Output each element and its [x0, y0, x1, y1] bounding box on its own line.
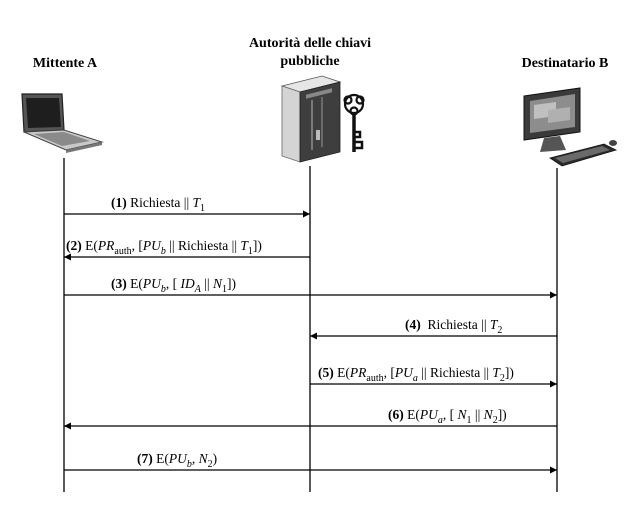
receiver-label-text: Destinatario B: [521, 56, 609, 71]
authority-label: Autorità delle chiavi pubbliche: [225, 35, 395, 71]
message-2-label: (2) E(PRauth, [PUb || Richiesta || T1]): [66, 238, 262, 257]
message-5-number: (5): [318, 365, 334, 380]
sender-label-text: Mittente A: [32, 56, 98, 71]
message-6-number: (6): [388, 407, 404, 422]
receiver-label: Destinatario B: [505, 55, 625, 73]
message-3: (3) E(PUb, [ IDA || N1]): [64, 276, 557, 299]
message-3-number: (3): [111, 276, 127, 291]
message-4-number: (4): [405, 317, 421, 332]
key-icon: [343, 93, 365, 152]
message-1-label: (1) Richiesta || T1: [111, 195, 205, 214]
message-4: (4) Richiesta || T2: [310, 317, 557, 340]
message-7: (7) E(PUb, N2): [64, 451, 557, 474]
sender-label: Mittente A: [20, 55, 110, 73]
message-4-label: (4) Richiesta || T2: [405, 317, 502, 336]
authority-label-line2: pubbliche: [280, 54, 340, 69]
message-7-label: (7) E(PUb, N2): [137, 451, 217, 470]
message-2-number: (2): [66, 238, 82, 253]
message-5: (5) E(PRauth, [PUa || Richiesta || T2]): [310, 365, 557, 388]
desktop-computer-icon: [523, 87, 618, 167]
message-2: (2) E(PRauth, [PUb || Richiesta || T1]): [64, 238, 310, 261]
laptop-icon: [21, 93, 104, 153]
message-1-number: (1): [111, 195, 127, 210]
message-6: (6) E(PUa, [ N1 || N2]): [64, 407, 557, 430]
message-3-label: (3) E(PUb, [ IDA || N1]): [111, 276, 236, 295]
authority-label-line1: Autorità delle chiavi: [248, 36, 372, 51]
message-1: (1) Richiesta || T1: [64, 195, 310, 218]
message-5-label: (5) E(PRauth, [PUa || Richiesta || T2]): [318, 365, 514, 384]
server-icon: [280, 75, 342, 163]
message-6-label: (6) E(PUa, [ N1 || N2]): [388, 407, 507, 426]
message-7-number: (7): [137, 451, 153, 466]
